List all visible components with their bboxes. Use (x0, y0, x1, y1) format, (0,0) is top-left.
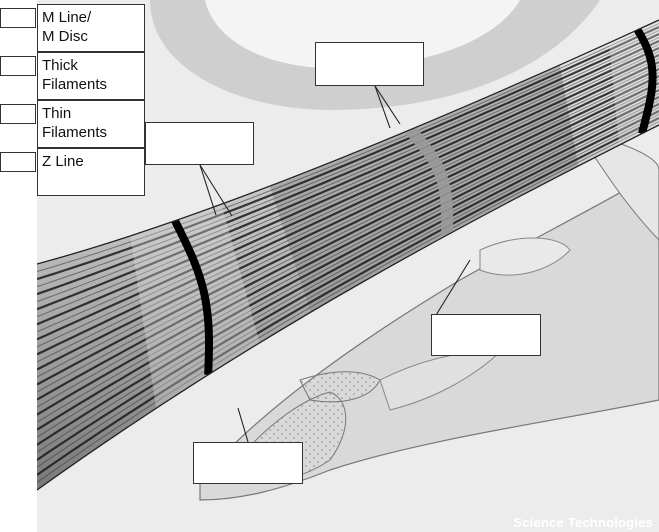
label-blank-left[interactable] (145, 122, 254, 165)
thick-filament (37, 103, 659, 446)
leader-4 (237, 407, 249, 443)
thin-filament (37, 121, 659, 483)
thin-filament (37, 114, 659, 468)
thick-filament (37, 54, 659, 341)
leader-2a (374, 85, 391, 129)
legend-item-thick-filaments: Thick Filaments (0, 52, 146, 100)
myofibril-bottom-edge (36, 124, 659, 491)
z-line (171, 219, 213, 375)
thick-filament (37, 82, 659, 401)
legend-label: Thick Filaments (37, 52, 145, 100)
thin-filament (37, 23, 659, 272)
thick-filament (37, 75, 659, 386)
thick-filament (37, 47, 659, 326)
thin-filament (37, 72, 659, 378)
leader-1a (199, 164, 217, 216)
thick-filament (37, 68, 659, 371)
watermark: Science Technologies (513, 515, 653, 530)
legend-answer-box[interactable] (0, 152, 36, 172)
legend-answer-box[interactable] (0, 56, 36, 76)
background-tissue-arch-inner (205, 0, 520, 69)
thin-filament (37, 44, 659, 318)
thick-filament (37, 25, 659, 281)
myofibril-top-edge (36, 19, 659, 265)
reticulum-sheet (589, 139, 659, 241)
legend-answer-box[interactable] (0, 8, 36, 28)
legend-item-z-line: Z Line (0, 148, 146, 196)
leader-3 (432, 259, 471, 321)
t-tubule (479, 237, 571, 276)
z-line (634, 27, 657, 135)
legend-item-thin-filaments: Thin Filaments (0, 100, 146, 148)
legend-item-m-line: M Line/ M Disc (0, 4, 146, 52)
leader-2b (374, 85, 401, 125)
thin-filament (37, 58, 659, 348)
filaments-group (37, 20, 659, 483)
thin-filament (37, 79, 659, 393)
legend-label: M Line/ M Disc (37, 4, 145, 52)
thick-filament (37, 40, 659, 311)
i-band (130, 204, 260, 409)
m-line (405, 125, 454, 236)
legend-label: Z Line (37, 148, 145, 196)
thick-filament (37, 33, 659, 296)
thick-filament (37, 96, 659, 431)
legend-label: Thin Filaments (37, 100, 145, 148)
thin-filament (37, 107, 659, 453)
thin-filament (37, 93, 659, 423)
label-blank-top[interactable] (315, 42, 424, 86)
thick-filament (37, 89, 659, 416)
thin-filament (37, 65, 659, 363)
thick-filament (37, 110, 659, 461)
i-band (609, 20, 659, 146)
thin-filament (37, 37, 659, 303)
label-blank-right[interactable] (431, 314, 541, 356)
leader-1b (199, 164, 233, 217)
thin-filament (37, 100, 659, 438)
thick-filament (37, 117, 659, 476)
thin-filament (37, 86, 659, 408)
legend-answer-box[interactable] (0, 104, 36, 124)
thick-filament (37, 61, 659, 356)
thin-filament (37, 51, 659, 333)
thin-filament (37, 30, 659, 288)
label-blank-bottom[interactable] (193, 442, 303, 484)
leader-lines (199, 85, 471, 443)
